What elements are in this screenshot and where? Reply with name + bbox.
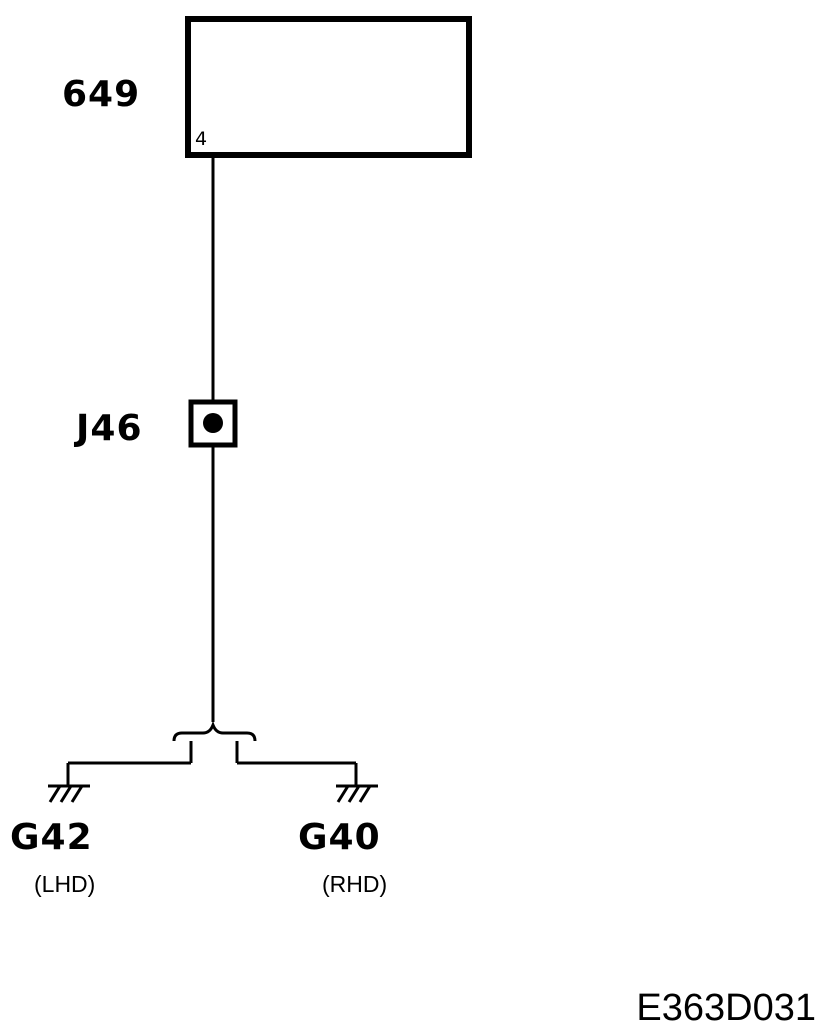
component-649-box — [185, 16, 472, 158]
ground-g40-label: G40 — [298, 817, 381, 858]
option-brace — [172, 720, 257, 742]
ground-g42-icon — [48, 784, 90, 803]
component-label: 649 — [62, 74, 140, 115]
ground-g40-icon — [336, 784, 378, 803]
pin-number-label: 4 — [195, 128, 207, 150]
ground-g42-note: (LHD) — [34, 871, 95, 897]
ground-g40-note: (RHD) — [322, 871, 387, 897]
figure-reference: E363D031 — [636, 987, 816, 1029]
junction-dot — [203, 413, 223, 433]
ground-g42-label: G42 — [10, 817, 93, 858]
junction-label: J46 — [73, 408, 143, 449]
